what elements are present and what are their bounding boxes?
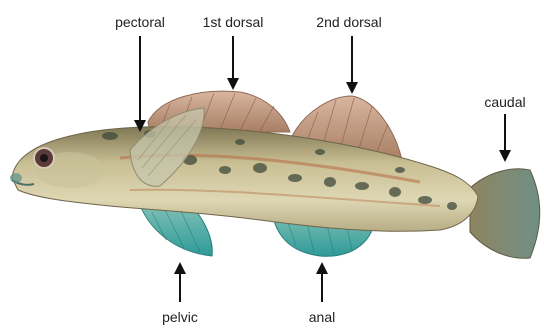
label-second-dorsal: 2nd dorsal [316,14,381,30]
label-caudal: caudal [484,94,525,110]
label-anal: anal [309,309,335,325]
arrow-caudal [499,114,511,162]
fish-illustration [10,91,540,258]
arrow-second-dorsal [346,36,358,94]
caudal-fin [470,169,540,258]
pupil [40,154,48,162]
arrow-anal [316,262,328,302]
label-pelvic: pelvic [162,309,198,325]
arrow-pectoral [134,36,146,132]
snout [10,173,22,183]
label-pectoral: pectoral [115,14,165,30]
arrow-pelvic [174,262,186,302]
arrow-first-dorsal [227,36,239,90]
label-first-dorsal: 1st dorsal [203,14,264,30]
